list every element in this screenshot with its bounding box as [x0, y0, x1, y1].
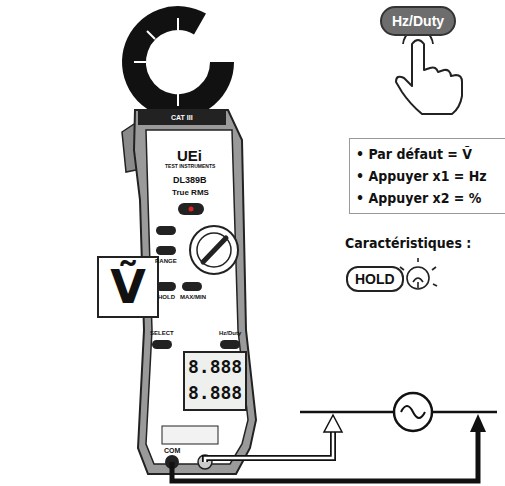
brand-tagline: TEST INSTRUMENTS — [165, 164, 215, 169]
ac-source — [394, 393, 432, 431]
hold-key: HOLD — [346, 266, 404, 292]
white-test-lead — [205, 432, 333, 462]
callout-box: Ṽ — [97, 256, 159, 318]
terminal-label: COM — [164, 447, 180, 454]
node-text: HOLD — [355, 270, 395, 288]
node-text: • Appuyer x2 = % — [356, 187, 499, 209]
button — [156, 282, 176, 291]
node-text: • Par défaut = Ṽ — [356, 143, 499, 165]
neck-band — [138, 111, 226, 125]
probe-arrow — [324, 415, 342, 432]
button-label: MAX/MIN — [180, 294, 206, 300]
hz-duty-button: Hz/Duty — [380, 6, 456, 36]
clamp-jaw — [134, 18, 222, 106]
button — [182, 282, 202, 291]
button-label: Hz/Duty — [219, 330, 241, 336]
node-text: Hz/Duty — [392, 12, 444, 30]
white-test-lead — [205, 432, 333, 462]
node-text: Ṽ — [99, 258, 157, 316]
lcd-digits: 8.888 — [188, 384, 242, 402]
button — [220, 340, 240, 349]
model-subtitle: True RMS — [172, 189, 209, 197]
button — [156, 246, 176, 255]
brand-logo: UEi — [177, 148, 202, 163]
node-text: • Appuyer x1 = Hz — [356, 165, 499, 187]
button-label: RANGE — [155, 258, 177, 264]
rotary-dial — [190, 226, 238, 274]
pointing-hand — [396, 40, 462, 114]
sine-symbol — [401, 406, 425, 418]
led — [189, 207, 194, 212]
backlight-icon — [399, 258, 437, 289]
probe-arrow — [470, 414, 486, 432]
button — [178, 203, 204, 215]
label-heading: Caractéristiques : — [345, 236, 471, 250]
callout-leader — [158, 286, 166, 288]
rotary-dial — [197, 233, 231, 267]
rating-label: CAT III — [171, 114, 193, 121]
model-name: DL389B — [173, 176, 207, 185]
lcd-display — [184, 352, 246, 410]
button-label: HOLD — [158, 294, 175, 300]
info-box: • Par défaut = Ṽ• Appuyer x1 = Hz• Appuy… — [349, 138, 505, 214]
button-label: SELECT — [150, 330, 174, 336]
black-test-lead — [172, 432, 478, 481]
lcd-digits: 8.888 — [188, 358, 242, 376]
button — [152, 340, 172, 349]
button — [156, 226, 176, 235]
dial-pointer — [203, 238, 226, 262]
jaw-marks — [134, 18, 178, 106]
meter-face — [146, 130, 248, 464]
terminal-plate — [162, 426, 218, 444]
